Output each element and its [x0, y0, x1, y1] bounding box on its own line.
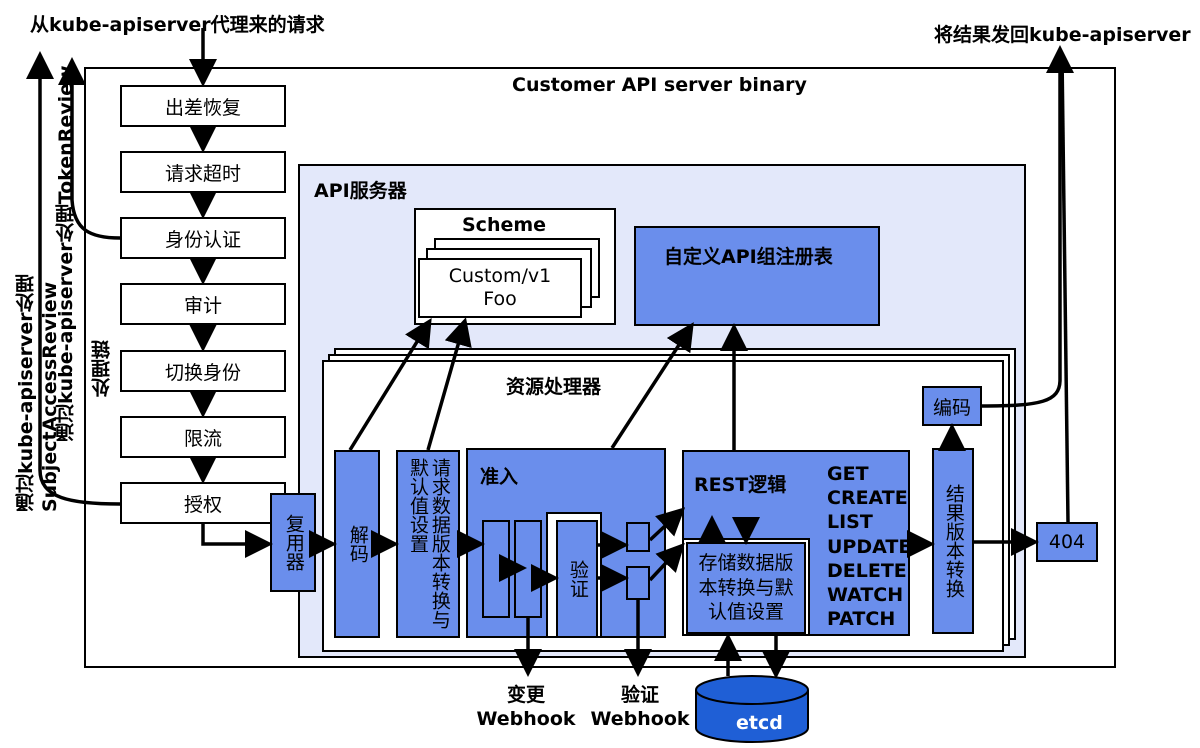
chain-step-audit: 审计 [120, 283, 286, 325]
result-conversion-label: 结果版本转换 [942, 484, 965, 598]
request-conversion-label: 请求数据版本转换与默认值设置 [407, 458, 451, 629]
storage-conversion-box: 存储数据版本转换与默认值设置 [686, 542, 806, 634]
mutating-step-a [482, 520, 510, 618]
mutating-webhook-line2: Webhook [476, 707, 576, 730]
etcd-label: etcd [736, 712, 783, 734]
resource-handler-title: 资源处理器 [506, 376, 602, 398]
not-found-label: 404 [1048, 531, 1086, 553]
result-destination-label: 将结果发回kube-apiserver [934, 24, 1191, 46]
validating-step-b [626, 566, 650, 600]
verb-update: UPDATE [827, 535, 912, 558]
api-server-title: API服务器 [314, 180, 407, 202]
mux-label: 复用器 [282, 514, 305, 571]
verb-patch: PATCH [827, 608, 896, 631]
validating-webhook-line1: 验证 [620, 684, 659, 706]
token-review-label: 通过kube-apiserver处理TokenReview [55, 65, 77, 442]
request-conversion-box: 请求数据版本转换与默认值设置 [396, 450, 460, 638]
chain-step-authentication: 身份认证 [120, 217, 286, 259]
chain-step-timeout: 请求超时 [120, 151, 286, 193]
scheme-kind-name: Foo [483, 288, 517, 310]
validating-webhook-label: 验证 Webhook [588, 684, 692, 732]
rest-logic-label: REST逻辑 [694, 474, 787, 496]
not-found-box: 404 [1036, 522, 1098, 562]
result-conversion-box: 结果版本转换 [932, 448, 974, 634]
storage-conversion-label: 存储数据版本转换与默认值设置 [698, 551, 794, 624]
validating-webhook-line2: Webhook [590, 707, 690, 730]
chain-step-impersonation: 切换身份 [120, 350, 286, 392]
scheme-title: Scheme [462, 214, 547, 236]
validation-box: 验证 [556, 520, 598, 638]
scheme-kind-version: Custom/v1 [448, 265, 552, 288]
chain-step-panic-recovery: 出差恢复 [120, 85, 286, 127]
encode-box: 编码 [922, 386, 982, 426]
request-source-label: 从kube-apiserver代理来的请求 [30, 14, 325, 36]
mutating-webhook-label: 变更 Webhook [474, 684, 578, 732]
verb-watch: WATCH [827, 584, 904, 607]
outer-title: Customer API server binary [512, 74, 807, 96]
mux-box: 复用器 [270, 493, 316, 592]
scheme-kind-card: Custom/v1 Foo [418, 258, 582, 318]
custom-api-group-registry: 自定义API组注册表 [634, 226, 880, 326]
verb-list: LIST [827, 511, 873, 534]
chain-step-authorization: 授权 [120, 482, 286, 524]
validation-label: 验证 [566, 560, 589, 598]
chain-step-rate-limit: 限流 [120, 416, 286, 458]
decode-box: 解码 [334, 450, 380, 638]
mutating-step-b [514, 520, 542, 618]
admission-label: 准入 [480, 466, 519, 488]
verb-delete: DELETE [827, 559, 907, 582]
verb-create: CREATE [827, 487, 908, 510]
verb-get: GET [827, 463, 869, 485]
registry-label: 自定义API组注册表 [664, 246, 833, 268]
decode-label: 解码 [346, 525, 369, 563]
validating-step-a [626, 522, 650, 552]
rest-verbs: GET CREATE LIST UPDATE DELETE WATCH PATC… [827, 462, 911, 631]
encode-label: 编码 [932, 396, 971, 419]
mutating-webhook-line1: 变更 [506, 684, 545, 706]
